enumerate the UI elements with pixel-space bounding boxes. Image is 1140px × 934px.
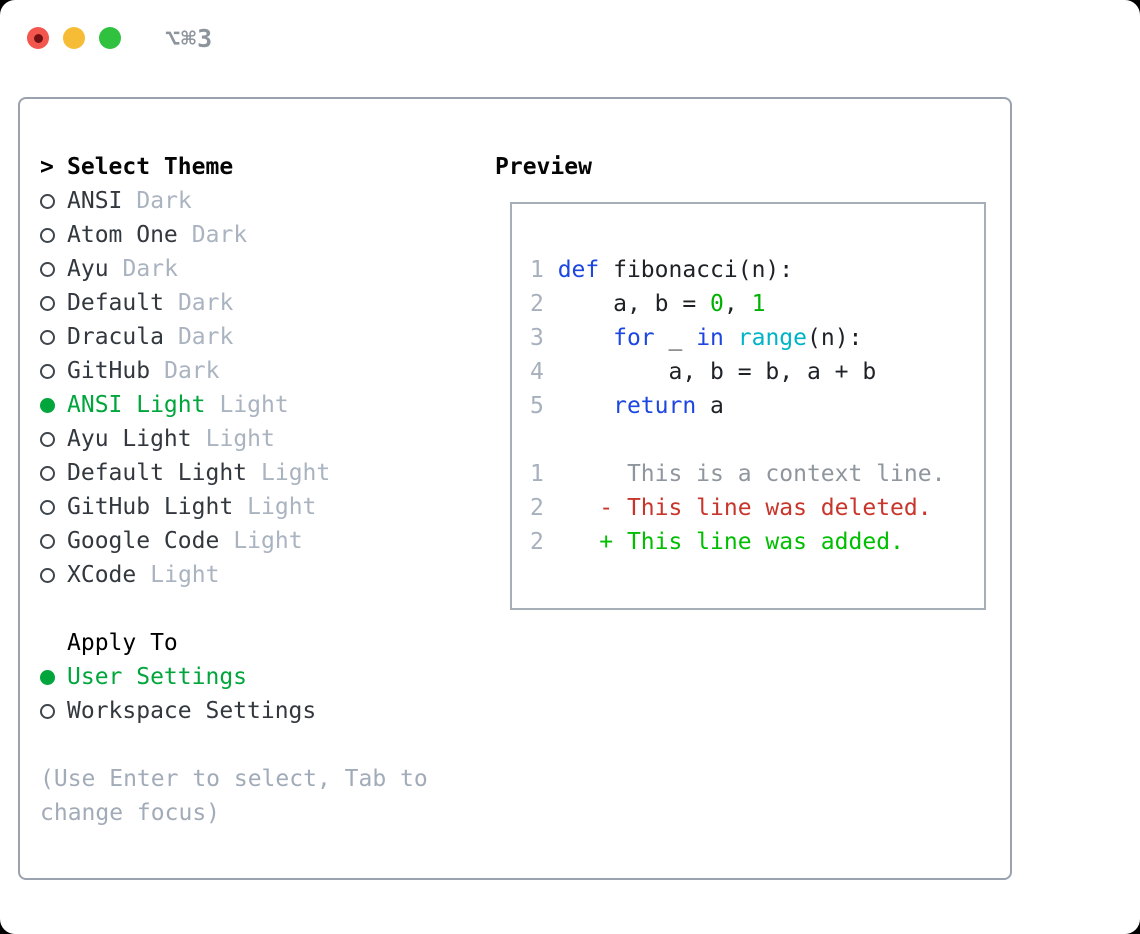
spacer: [40, 592, 470, 626]
select-theme-title: Select Theme: [67, 154, 234, 180]
theme-option-label: Google Code: [67, 528, 220, 554]
radio-unselected-icon: [40, 567, 55, 583]
theme-option-variant: Light: [247, 494, 317, 520]
theme-option-label: Ayu Light: [67, 426, 192, 452]
apply-to-title: Apply To: [67, 630, 178, 656]
theme-option-dracula[interactable]: Dracula Dark: [40, 320, 470, 354]
theme-option-label: GitHub Light: [67, 494, 234, 520]
apply-option-label: Workspace Settings: [67, 698, 317, 724]
close-dot-icon: [33, 33, 43, 43]
preview-heading: Preview: [495, 154, 592, 180]
code-line: 3 for _ in range(n):: [530, 325, 863, 351]
radio-selected-icon: [40, 669, 55, 685]
theme-option-atom-one[interactable]: Atom One Dark: [40, 218, 470, 252]
theme-option-label: Ayu: [67, 256, 109, 282]
code-line: [530, 423, 984, 457]
hint-text: (Use Enter to select, Tab to change focu…: [40, 766, 428, 826]
apply-option-workspace-settings[interactable]: Workspace Settings: [40, 694, 470, 728]
theme-option-variant: Light: [205, 426, 275, 452]
radio-unselected-icon: [40, 227, 55, 243]
theme-option-label: ANSI: [67, 188, 123, 214]
theme-option-variant: Dark: [164, 358, 220, 384]
theme-option-label: GitHub: [67, 358, 151, 384]
focus-caret-icon: >: [40, 154, 54, 180]
theme-option-github-light[interactable]: GitHub Light Light: [40, 490, 470, 524]
apply-option-user-settings[interactable]: User Settings: [40, 660, 470, 694]
apply-option-label: User Settings: [67, 664, 248, 690]
theme-option-variant: Light: [219, 392, 289, 418]
theme-option-label: Default: [67, 290, 164, 316]
theme-option-default-light[interactable]: Default Light Light: [40, 456, 470, 490]
radio-unselected-icon: [40, 329, 55, 345]
code-line: 5 return a: [530, 393, 724, 419]
preview-box: 1 def fibonacci(n): 2 a, b = 0, 1 3 for _ …: [510, 202, 986, 610]
radio-unselected-icon: [40, 295, 55, 311]
code-line: 4 a, b = b, a + b: [530, 359, 877, 385]
theme-option-label: Atom One: [67, 222, 178, 248]
close-button[interactable]: [27, 27, 49, 49]
theme-option-variant: Dark: [136, 188, 192, 214]
theme-option-label: XCode: [67, 562, 137, 588]
theme-option-variant: Dark: [177, 290, 234, 316]
radio-selected-icon: [40, 397, 55, 413]
spacer: [40, 728, 470, 762]
code-line: 1 def fibonacci(n):: [530, 257, 794, 283]
code-line: 2 a, b = 0, 1: [530, 291, 766, 317]
zoom-button[interactable]: [99, 27, 121, 49]
theme-option-ayu-light[interactable]: Ayu Light Light: [40, 422, 470, 456]
theme-option-ayu[interactable]: Ayu Dark: [40, 252, 470, 286]
code-line: 1 This is a context line.: [530, 461, 946, 487]
theme-option-xcode[interactable]: XCode Light: [40, 558, 470, 592]
radio-unselected-icon: [40, 533, 55, 549]
theme-option-variant: Light: [233, 528, 303, 554]
theme-option-ansi[interactable]: ANSI Dark: [40, 184, 470, 218]
theme-option-google-code[interactable]: Google Code Light: [40, 524, 470, 558]
apply-to-heading: Apply To: [40, 626, 470, 660]
theme-option-variant: Dark: [177, 324, 234, 350]
radio-unselected-icon: [40, 465, 55, 481]
radio-unselected-icon: [40, 363, 55, 379]
theme-option-variant: Light: [261, 460, 331, 486]
theme-option-ansi-light[interactable]: ANSI Light Light: [40, 388, 470, 422]
theme-option-variant: Dark: [122, 256, 178, 282]
theme-option-default[interactable]: Default Dark: [40, 286, 470, 320]
theme-option-variant: Dark: [191, 222, 248, 248]
radio-unselected-icon: [40, 193, 55, 209]
minimize-button[interactable]: [63, 27, 85, 49]
radio-unselected-icon: [40, 499, 55, 515]
radio-unselected-icon: [40, 703, 55, 719]
theme-option-github[interactable]: GitHub Dark: [40, 354, 470, 388]
theme-option-label: Default Light: [67, 460, 248, 486]
radio-unselected-icon: [40, 431, 55, 447]
code-preview: 1 def fibonacci(n): 2 a, b = 0, 1 3 for _ …: [512, 204, 984, 559]
theme-option-variant: Light: [150, 562, 220, 588]
keyboard-shortcut-label: ⌥⌘3: [165, 24, 214, 53]
code-line: 2 + This line was added.: [530, 529, 904, 555]
code-line: 2 - This line was deleted.: [530, 495, 932, 521]
radio-unselected-icon: [40, 261, 55, 277]
select-theme-heading: > Select Theme: [40, 150, 470, 184]
traffic-lights: [27, 27, 121, 49]
theme-option-label: ANSI Light: [67, 392, 206, 418]
theme-option-label: Dracula: [67, 324, 164, 350]
